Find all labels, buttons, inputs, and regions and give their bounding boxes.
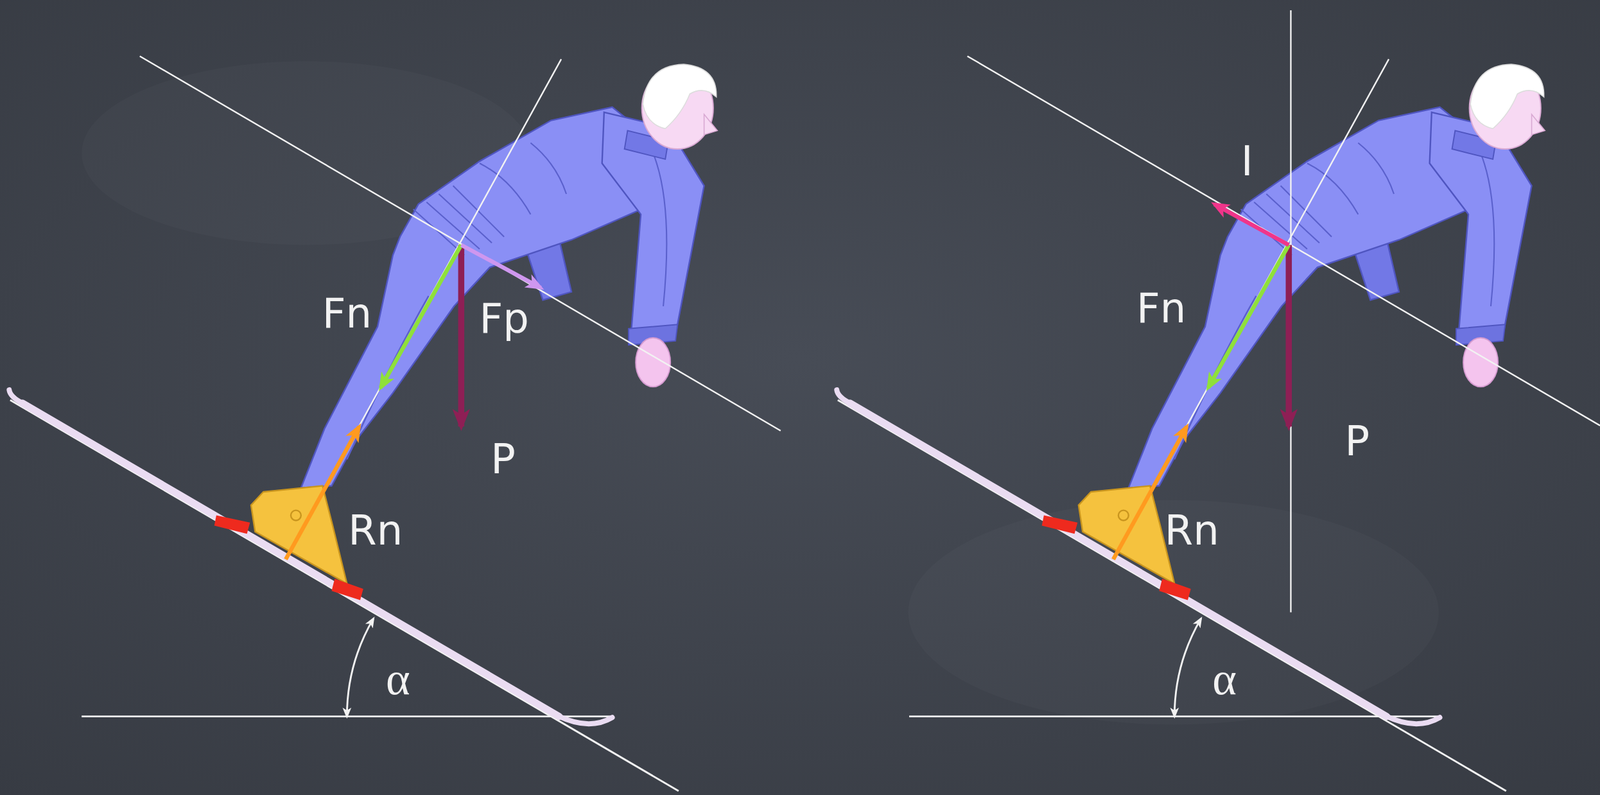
angle-label: α bbox=[1212, 655, 1237, 702]
ski bbox=[22, 403, 560, 717]
parallel-force-arrow bbox=[460, 244, 541, 288]
force-label: Fn bbox=[1136, 287, 1186, 329]
reaction-arrow bbox=[285, 426, 359, 560]
force-label: Rn bbox=[1164, 509, 1220, 551]
right-panel bbox=[836, 10, 1600, 792]
force-label: P bbox=[1344, 420, 1370, 462]
inertia-arrow bbox=[1214, 204, 1289, 246]
skier-figure bbox=[1042, 64, 1546, 600]
force-label: Rn bbox=[347, 509, 403, 551]
weight-arrow bbox=[458, 244, 465, 427]
skier-figure bbox=[214, 64, 718, 600]
normal-force-arrow bbox=[380, 244, 462, 388]
chalk-smudge bbox=[907, 500, 1439, 725]
angle-arc bbox=[346, 618, 374, 717]
left-panel bbox=[8, 55, 781, 791]
normal-force-arrow bbox=[1208, 244, 1290, 388]
angle-label: α bbox=[385, 655, 411, 702]
ski-tip bbox=[1386, 716, 1441, 725]
drawing bbox=[8, 10, 1600, 792]
ski-tip bbox=[8, 389, 23, 404]
slope-parallel-line bbox=[967, 55, 1600, 426]
weight-arrow bbox=[1286, 244, 1293, 427]
ski bbox=[850, 403, 1387, 717]
slope-normal-line bbox=[285, 59, 562, 560]
ski-tip bbox=[836, 389, 851, 404]
force-label: I bbox=[1241, 140, 1254, 182]
angle-arc bbox=[1174, 618, 1201, 717]
force-label: Fp bbox=[478, 297, 529, 340]
force-label: P bbox=[490, 438, 516, 480]
ski-tip bbox=[559, 716, 613, 725]
slope-normal-line bbox=[1113, 59, 1389, 560]
force-label: Fn bbox=[322, 292, 372, 334]
